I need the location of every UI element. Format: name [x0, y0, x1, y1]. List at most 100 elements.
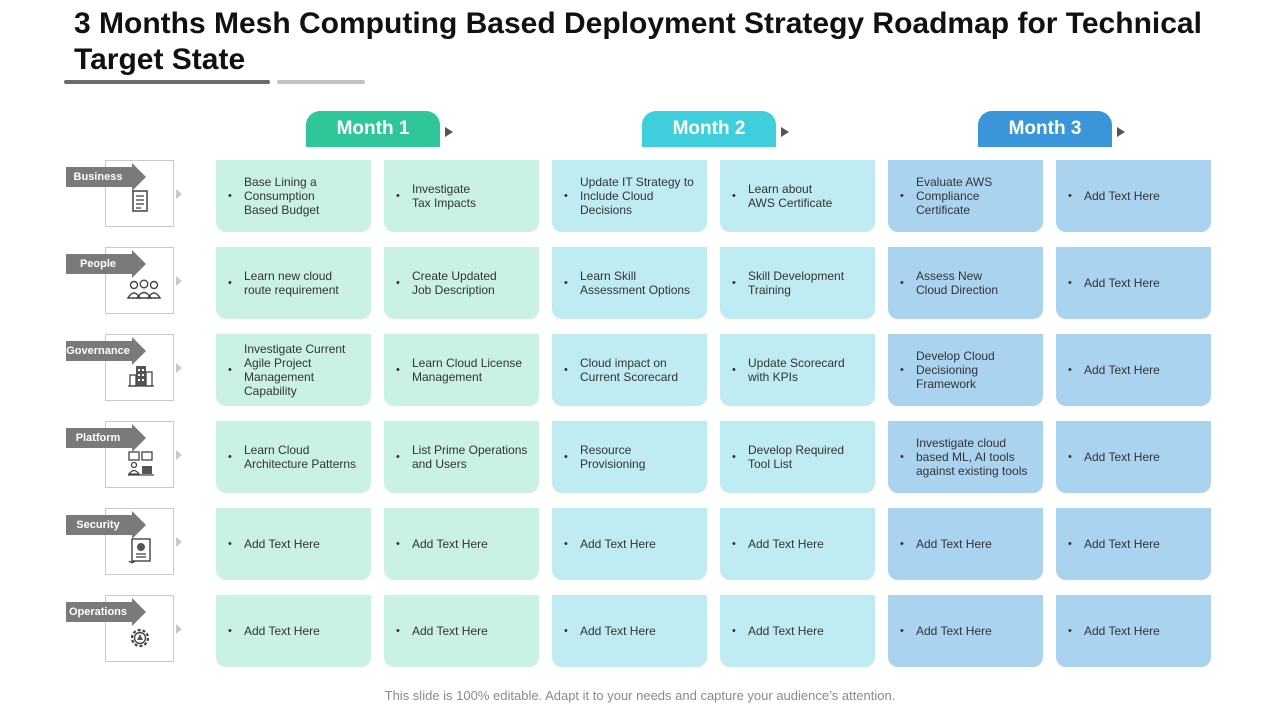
roadmap-cell: •Skill Development Training [720, 247, 875, 319]
bullet-icon: • [564, 538, 568, 550]
bullet-icon: • [228, 538, 232, 550]
bullet-icon: • [1068, 277, 1072, 289]
title-underline-dark [64, 80, 270, 84]
cell-text: Assess New Cloud Direction [916, 269, 999, 297]
cell-text: Add Text Here [916, 537, 992, 551]
roadmap-cell: • Add Text Here [384, 595, 539, 667]
month-1-play-icon [445, 127, 453, 137]
month-3-tab: Month 3 [978, 111, 1112, 147]
bullet-icon: • [396, 451, 400, 463]
roadmap-cell: •Investigate Current Agile Project Manag… [216, 334, 371, 406]
row-label-business: Business [66, 167, 132, 187]
roadmap-cell: •Learn about AWS Certificate [720, 160, 875, 232]
roadmap-cell: •Cloud impact on Current Scorecard [552, 334, 707, 406]
bullet-icon: • [1068, 364, 1072, 376]
page-title: 3 Months Mesh Computing Based Deployment… [74, 7, 1202, 76]
cell-text: Add Text Here [412, 624, 488, 638]
bullet-icon: • [900, 451, 904, 463]
roadmap-cell: • Add Text Here [720, 595, 875, 667]
bullet-icon: • [1068, 190, 1072, 202]
roadmap-cell: •Develop Required Tool List [720, 421, 875, 493]
bullet-icon: • [564, 190, 568, 202]
cell-text: Add Text Here [1084, 450, 1160, 464]
roadmap-cell: •Add Text Here [1056, 160, 1211, 232]
roadmap-cell: • Learn Skill Assessment Options [552, 247, 707, 319]
roadmap-cell: • Update Scorecard with KPIs [720, 334, 875, 406]
roadmap-cell: •Add Text Here [1056, 508, 1211, 580]
bullet-icon: • [564, 451, 568, 463]
cell-text: Develop Cloud Decisioning Framework [916, 349, 995, 391]
cell-text: Investigate cloud based ML, AI tools aga… [916, 436, 1028, 478]
row-pointer-icon [176, 450, 182, 460]
bullet-icon: • [900, 364, 904, 376]
cell-text: Update IT Strategy to Include Cloud Deci… [580, 175, 694, 217]
row-label-people: People [66, 254, 132, 274]
arrow-head-icon [132, 163, 146, 191]
roadmap-cell: •Add Text Here [888, 595, 1043, 667]
cell-text: Add Text Here [1084, 537, 1160, 551]
row-label-governance: Governance [66, 341, 132, 361]
arrow-head-icon [132, 337, 146, 365]
roadmap-cell: • Develop Cloud Decisioning Framework [888, 334, 1043, 406]
cell-text: Base Lining a Consumption Based Budget [244, 175, 320, 217]
bullet-icon: • [900, 538, 904, 550]
roadmap-cell: •Add Text Here [552, 508, 707, 580]
bullet-icon: • [396, 277, 400, 289]
row-pointer-icon [176, 624, 182, 634]
row-label-operations: Operations [66, 602, 132, 622]
bullet-icon: • [564, 277, 568, 289]
cell-text: Add Text Here [1084, 624, 1160, 638]
bullet-icon: • [1068, 451, 1072, 463]
cell-text: Develop Required Tool List [748, 443, 845, 471]
roadmap-cell: • Resource Provisioning [552, 421, 707, 493]
cell-text: Learn Skill Assessment Options [580, 269, 691, 297]
roadmap-cell: •Add Text Here [1056, 334, 1211, 406]
cell-text: Update Scorecard with KPIs [748, 356, 845, 384]
roadmap-cell: •Create Updated Job Description [384, 247, 539, 319]
bullet-icon: • [732, 364, 736, 376]
arrow-head-icon [132, 424, 146, 452]
cell-text: Learn Cloud License Management [412, 356, 523, 384]
roadmap-cell: • Add Text Here [888, 508, 1043, 580]
month-3-play-icon [1117, 127, 1125, 137]
roadmap-cell: • Investigate cloud based ML, AI tools ag… [888, 421, 1043, 493]
cell-text: Resource Provisioning [580, 443, 646, 471]
bullet-icon: • [732, 625, 736, 637]
roadmap-cell: • Update IT Strategy to Include Cloud Dec… [552, 160, 707, 232]
bullet-icon: • [396, 364, 400, 376]
roadmap-cell: • Assess New Cloud Direction [888, 247, 1043, 319]
month-2-play-icon [781, 127, 789, 137]
bullet-icon: • [228, 625, 232, 637]
roadmap-cell: •Base Lining a Consumption Based Budget [216, 160, 371, 232]
bullet-icon: • [396, 538, 400, 550]
cell-text: Investigate Tax Impacts [412, 182, 477, 210]
cell-text: Add Text Here [244, 624, 320, 638]
cell-text: Evaluate AWS Compliance Certificate [916, 175, 993, 217]
bullet-icon: • [900, 190, 904, 202]
arrow-head-icon [132, 511, 146, 539]
cell-text: Add Text Here [748, 624, 824, 638]
row-label-platform: Platform [66, 428, 132, 448]
cell-text: Investigate Current Agile Project Manage… [244, 342, 346, 398]
roadmap-cell: •Add Text Here [216, 508, 371, 580]
cell-text: Skill Development Training [748, 269, 845, 297]
roadmap-cell: • Add Text Here [1056, 421, 1211, 493]
roadmap-cell: • Add Text Here [216, 595, 371, 667]
title-underline-light [277, 80, 365, 84]
arrow-head-icon [132, 598, 146, 626]
bullet-icon: • [900, 277, 904, 289]
bullet-icon: • [732, 538, 736, 550]
bullet-icon: • [396, 625, 400, 637]
cell-text: Add Text Here [1084, 276, 1160, 290]
roadmap-cell: • Learn Cloud License Management [384, 334, 539, 406]
bullet-icon: • [228, 451, 232, 463]
month-2-tab: Month 2 [642, 111, 776, 147]
roadmap-cell: •Add Text Here [552, 595, 707, 667]
cell-text: Learn new cloud route requirement [244, 269, 339, 297]
roadmap-cell: • Add Text Here [1056, 247, 1211, 319]
roadmap-cell: •Add Text Here [720, 508, 875, 580]
cell-text: Add Text Here [916, 624, 992, 638]
row-pointer-icon [176, 276, 182, 286]
roadmap-cell: •Learn new cloud route requirement [216, 247, 371, 319]
arrow-head-icon [132, 250, 146, 278]
